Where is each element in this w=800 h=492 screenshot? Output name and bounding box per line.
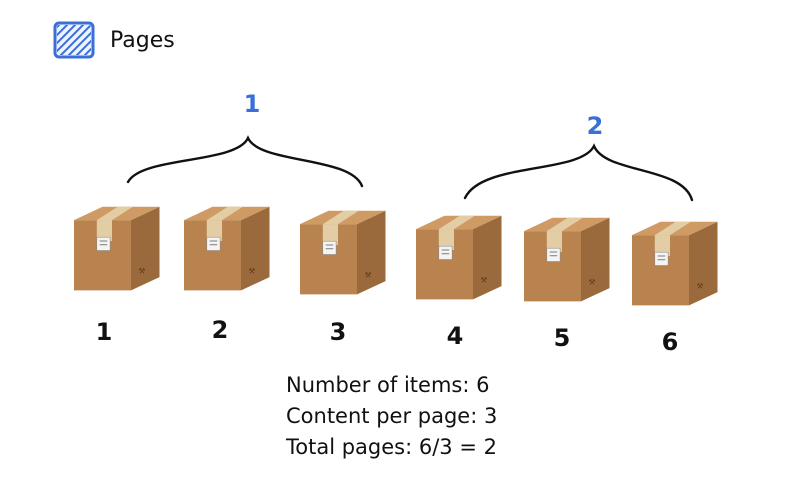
item-label-2: 2 [212, 316, 229, 344]
box-6: ⚒ [632, 221, 718, 306]
total-pages-text: Total pages: 6/3 = 2 [286, 435, 497, 459]
item-label-4: 4 [447, 322, 464, 350]
svg-text:⚒: ⚒ [589, 277, 596, 286]
box-5: ⚒ [524, 217, 610, 302]
box-3: ⚒ [300, 210, 386, 295]
box-2: ⚒ [184, 206, 270, 291]
svg-text:⚒: ⚒ [139, 266, 146, 275]
pagination-summary: Number of items: 6 Content per page: 3 T… [286, 370, 497, 463]
content-per-page-text: Content per page: 3 [286, 404, 498, 428]
svg-text:⚒: ⚒ [365, 270, 372, 279]
group-brace-2 [463, 143, 694, 202]
item-label-6: 6 [662, 328, 679, 356]
group-label-2: 2 [587, 112, 604, 140]
svg-text:⚒: ⚒ [481, 275, 488, 284]
hatched-square-icon [53, 21, 95, 59]
svg-text:⚒: ⚒ [697, 281, 704, 290]
item-label-1: 1 [96, 318, 113, 346]
box-1: ⚒ [74, 206, 160, 291]
group-label-1: 1 [244, 90, 261, 118]
item-label-3: 3 [330, 318, 347, 346]
items-count-text: Number of items: 6 [286, 373, 490, 397]
group-brace-1 [126, 135, 364, 188]
box-4: ⚒ [416, 215, 502, 300]
item-label-5: 5 [554, 324, 571, 352]
page-header: Pages [52, 20, 175, 60]
svg-text:⚒: ⚒ [249, 266, 256, 275]
page-title: Pages [110, 27, 175, 53]
